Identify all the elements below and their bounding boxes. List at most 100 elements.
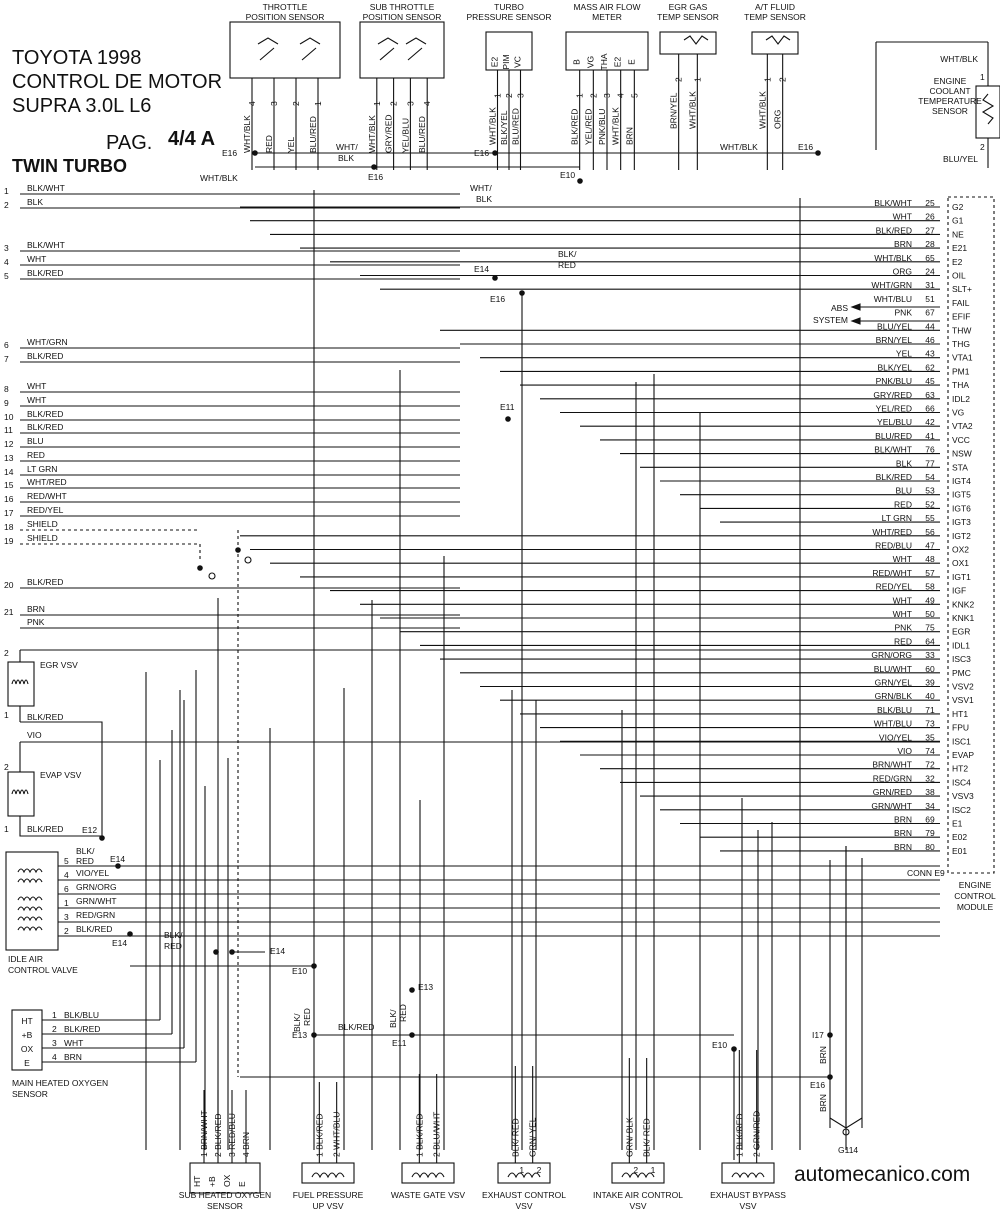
ecm-pin-number: 74	[925, 746, 935, 756]
iacv-coil-icon	[17, 896, 43, 902]
ecm-terminal-name: THA	[952, 380, 969, 390]
left-wire-number: 14	[4, 467, 14, 477]
bottom-component-pin-label: 1 BRN/WHT	[199, 1110, 209, 1157]
ecm-pin-number: 28	[925, 239, 935, 249]
sensor-terminal-name: E2	[613, 57, 623, 68]
evap-wire	[19, 816, 102, 837]
ecm-pin-number: 75	[925, 623, 935, 633]
ecm-terminal-name: THG	[952, 339, 970, 349]
ground-label-g114: G114	[838, 1145, 858, 1155]
ecm-pin-number: 44	[925, 321, 935, 331]
sensor-pin-number: 1	[762, 77, 772, 82]
thermistor-icon	[683, 35, 709, 45]
ecm-wire-color: ORG	[893, 267, 912, 277]
sensor-title: TEMP SENSOR	[657, 12, 719, 22]
sensor-terminal-name: PIM	[501, 54, 511, 69]
ecm-pin-number: 55	[925, 513, 935, 523]
left-wire-number: 19	[4, 536, 14, 546]
ecm-terminal-name: VTA1	[952, 353, 973, 363]
sensor-terminal-name: THA	[599, 53, 609, 70]
ecm-terminal-name: E01	[952, 846, 967, 856]
left-wire-number: 16	[4, 494, 14, 504]
left-wire-label: BLK/RED	[27, 577, 63, 587]
ecm-pin-number: 77	[925, 458, 935, 468]
ecm-terminal-name: IGF	[952, 586, 966, 596]
ecm-terminal-name: PM1	[952, 366, 970, 376]
left-wire-number: 12	[4, 439, 14, 449]
ecm-terminal-name: ISC2	[952, 805, 971, 815]
shield-splice	[235, 547, 241, 553]
bottom-component-pin-number: 1	[519, 1165, 524, 1175]
wire-label: BLK/	[388, 1009, 398, 1028]
left-wire-label: SHIELD	[27, 533, 58, 543]
splice-label-e14: E14	[110, 854, 125, 864]
main-o2-wire-color: WHT	[64, 1038, 83, 1048]
wire-label: RED	[164, 941, 182, 951]
sensor-wire-color: BRN	[624, 127, 634, 145]
ecm-pin-number: 26	[925, 212, 935, 222]
splice-label-e16: E16	[798, 142, 813, 152]
switch-icon	[257, 37, 279, 61]
sensor-title: THROTTLE	[263, 2, 308, 12]
ecm-wire-color: BLK	[896, 458, 912, 468]
ecm-wire-color: BLU/YEL	[877, 321, 912, 331]
sensor-wire-color: YEL/RED	[583, 109, 593, 145]
ecm-wire-color: LT GRN	[882, 513, 912, 523]
left-wire-label: WHT/GRN	[27, 337, 68, 347]
vsv-coil-icon	[507, 1172, 541, 1179]
sensor-title: PRESSURE SENSOR	[466, 12, 551, 22]
iacv-coil-icon	[17, 906, 43, 912]
sensor-pin-number: 4	[422, 101, 432, 106]
main-o2-wire-color: BRN	[64, 1052, 82, 1062]
ecm-terminal-name: VSV3	[952, 791, 974, 801]
ecm-wire-color: GRN/BLK	[875, 691, 913, 701]
splice-e13	[409, 987, 415, 993]
ecm-pin-number: 40	[925, 691, 935, 701]
ecm-connector-id: CONN E9	[907, 868, 945, 878]
bottom-component-pin-label: 1 BLK/RED	[414, 1114, 424, 1157]
ecm-pin-number: 25	[925, 198, 935, 208]
iacv-coil-icon	[17, 926, 43, 932]
bottom-component-title: EXHAUST BYPASS	[710, 1190, 786, 1200]
brand-watermark: automecanico.com	[794, 1163, 971, 1186]
ecm-pin-number: 34	[925, 801, 935, 811]
ecm-wire-color: BLK/WHT	[874, 198, 912, 208]
wire-label: BLK/	[558, 249, 577, 259]
sensor-wire-color: BLU/RED	[308, 116, 318, 153]
ecm-terminal-name: THW	[952, 325, 971, 335]
shield-splice	[197, 565, 203, 571]
ecm-pin-number: 52	[925, 499, 935, 509]
ecm-wire-color: BLK/WHT	[874, 445, 912, 455]
main-o2-wire-color: BLK/RED	[64, 1024, 100, 1034]
splice-label-e11: E11	[500, 402, 515, 412]
page-number: 4/4 A	[168, 128, 216, 150]
iacv-pin-number: 4	[64, 870, 69, 880]
sensor-wire-color: YEL/BLU	[400, 118, 410, 153]
sensor-terminal-name: E	[626, 59, 636, 65]
splice-e14	[127, 931, 133, 937]
ecm-pin-number: 50	[925, 609, 935, 619]
ecm-pin-number: 72	[925, 760, 935, 770]
iacv-wire-color: RED/GRN	[76, 910, 115, 920]
sub-o2-terminal: OX	[222, 1174, 232, 1187]
vsv-coil-icon	[621, 1172, 655, 1179]
ecm-terminal-name: EVAP	[952, 750, 974, 760]
main-o2-box	[11, 1009, 43, 1071]
wire-label: BLK/	[164, 930, 183, 940]
evap-wire-color: BLK/RED	[27, 712, 63, 722]
thermistor-icon	[765, 35, 791, 45]
ecm-pin-number: 65	[925, 253, 935, 263]
splice-e12	[99, 835, 105, 841]
ecm-wire-color: RED	[894, 636, 912, 646]
sensor-wire-color: YEL	[286, 137, 296, 153]
ecm-wire-color: RED/BLU	[875, 541, 912, 551]
ecm-wire-color: WHT/RED	[872, 527, 912, 537]
wire-label: WHT/	[336, 142, 358, 152]
ecm-terminal-name: VTA2	[952, 421, 973, 431]
sensor-pin-number: 1	[575, 93, 585, 98]
vsv-coil-icon	[411, 1172, 445, 1179]
wire-label: BLK/RED	[338, 1022, 374, 1032]
sensor-pin-number: 5	[629, 93, 639, 98]
sensor-pin-number: 1	[372, 101, 382, 106]
